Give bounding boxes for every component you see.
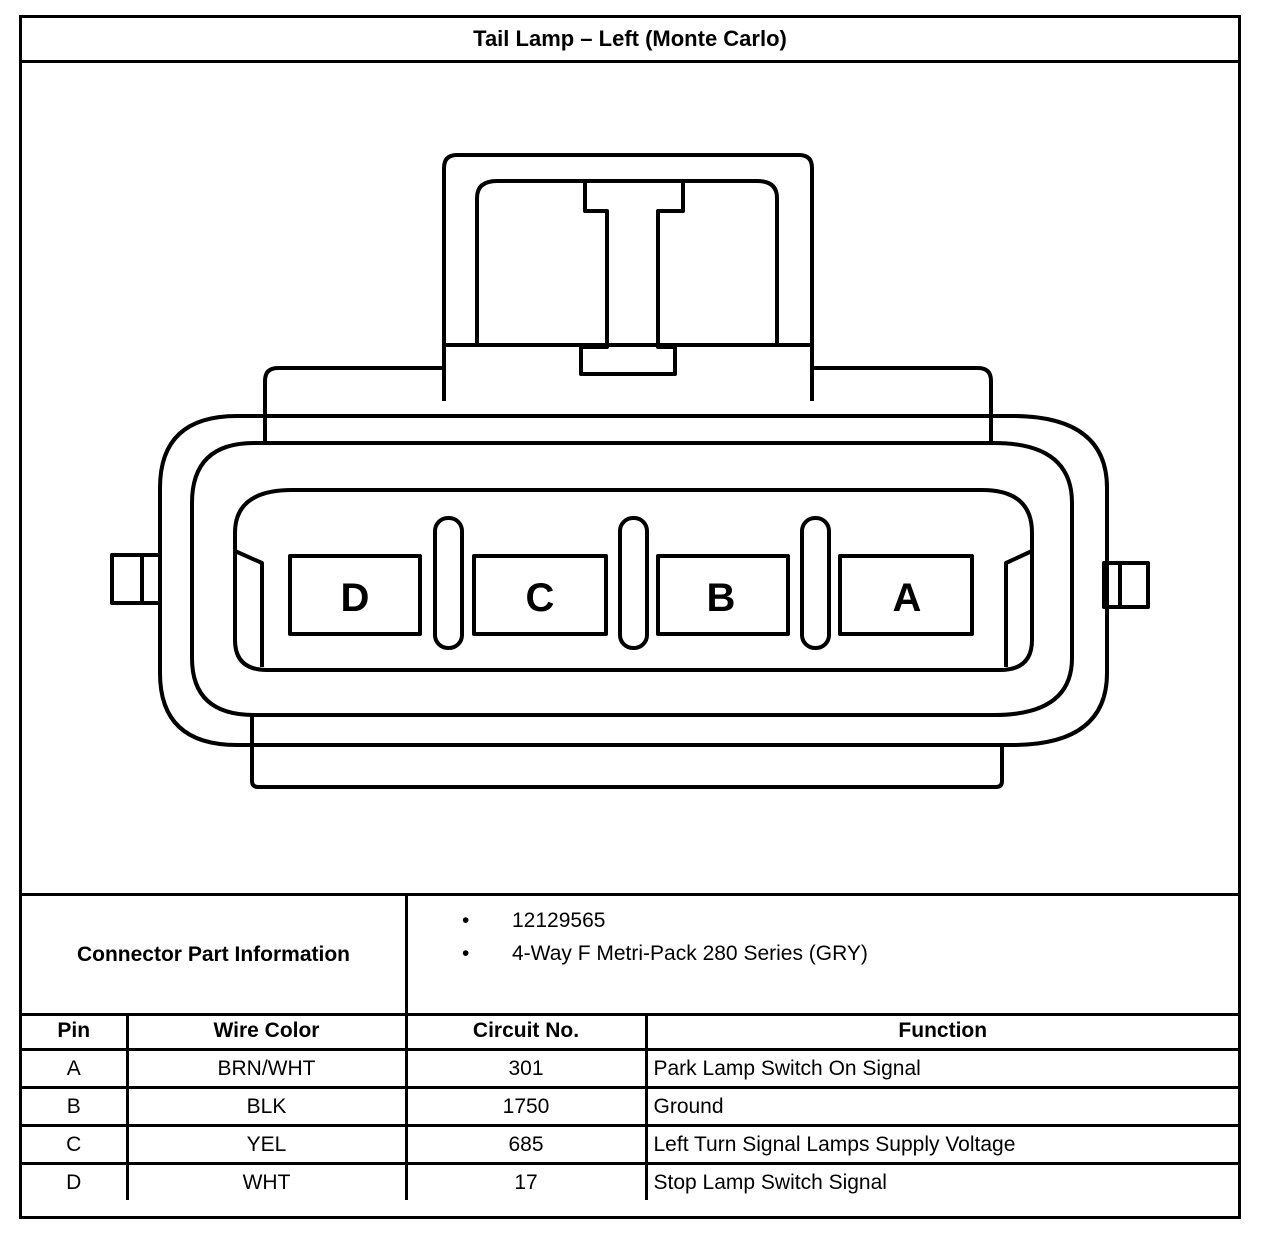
wire-color-cell: BLK (125, 1086, 408, 1127)
connector-face-drawing: D C B A (110, 153, 1150, 789)
side-latch-right (1102, 561, 1150, 609)
cavity-label: B (707, 576, 736, 620)
cavity-d: D (288, 554, 422, 636)
part-info-item: • 12129565 (408, 904, 1238, 937)
cavity-a: A (838, 554, 974, 636)
pin-cell: B (22, 1086, 129, 1127)
cavity-b: B (656, 554, 790, 636)
cavity-separator (800, 516, 831, 650)
part-info-item: • 4-Way F Metri-Pack 280 Series (GRY) (408, 937, 1238, 970)
connector-sheet: Tail Lamp – Left (Monte Carlo) (19, 15, 1241, 1219)
part-info-list: • 12129565 • 4-Way F Metri-Pack 280 Seri… (408, 904, 1238, 970)
recess-left-edge (234, 549, 264, 667)
recess-right-edge (1004, 549, 1033, 667)
function-cell: Left Turn Signal Lamps Supply Voltage (644, 1124, 1238, 1165)
circuit-cell: 17 (404, 1162, 648, 1200)
cavity-separator (433, 516, 464, 650)
header-wire-color: Wire Color (125, 1013, 408, 1051)
table-row: D WHT 17 Stop Lamp Switch Signal (22, 1162, 1238, 1200)
connector-diagram: D C B A (22, 63, 1238, 893)
wire-color-cell: BRN/WHT (125, 1048, 408, 1089)
part-info-label: Connector Part Information (22, 896, 408, 1013)
wire-color-cell: WHT (125, 1162, 408, 1200)
cavity-separator (618, 516, 649, 650)
pin-cell: C (22, 1124, 129, 1165)
cavity-label: A (893, 576, 922, 620)
table-row: A BRN/WHT 301 Park Lamp Switch On Signal (22, 1048, 1238, 1089)
cavity-label: C (526, 576, 555, 620)
upper-shoulder (263, 366, 993, 443)
header-pin: Pin (22, 1013, 129, 1051)
pin-table: Pin Wire Color Circuit No. Function A BR… (22, 1013, 1238, 1200)
bottom-skirt (250, 715, 1004, 789)
table-row: C YEL 685 Left Turn Signal Lamps Supply … (22, 1124, 1238, 1165)
wire-color-cell: YEL (125, 1124, 408, 1165)
lock-latch-icon (579, 181, 685, 376)
inner-body (190, 441, 1074, 717)
table-header-row: Pin Wire Color Circuit No. Function (22, 1013, 1238, 1051)
sheet-title: Tail Lamp – Left (Monte Carlo) (22, 18, 1238, 63)
circuit-cell: 1750 (404, 1086, 648, 1127)
cavity-label: D (341, 576, 370, 620)
lock-tab-outline (442, 153, 814, 401)
lock-tab-inner (475, 179, 779, 345)
cavity-c: C (472, 554, 608, 636)
connector-part-info: Connector Part Information • 12129565 • … (22, 893, 1238, 1016)
side-latch-left (110, 553, 162, 605)
header-circuit-no: Circuit No. (404, 1013, 648, 1051)
pin-cell: A (22, 1048, 129, 1089)
function-cell: Park Lamp Switch On Signal (644, 1048, 1238, 1089)
connector-description: 4-Way F Metri-Pack 280 Series (GRY) (512, 942, 868, 965)
circuit-cell: 685 (404, 1124, 648, 1165)
part-number: 12129565 (512, 909, 606, 932)
outer-shell (158, 414, 1109, 747)
pin-cell: D (22, 1162, 129, 1200)
table-row: B BLK 1750 Ground (22, 1086, 1238, 1127)
cavity-recess (233, 488, 1034, 672)
header-function: Function (644, 1013, 1238, 1051)
function-cell: Ground (644, 1086, 1238, 1127)
function-cell: Stop Lamp Switch Signal (644, 1162, 1238, 1200)
circuit-cell: 301 (404, 1048, 648, 1089)
bullet-icon: • (462, 909, 470, 932)
bullet-icon: • (462, 942, 470, 965)
